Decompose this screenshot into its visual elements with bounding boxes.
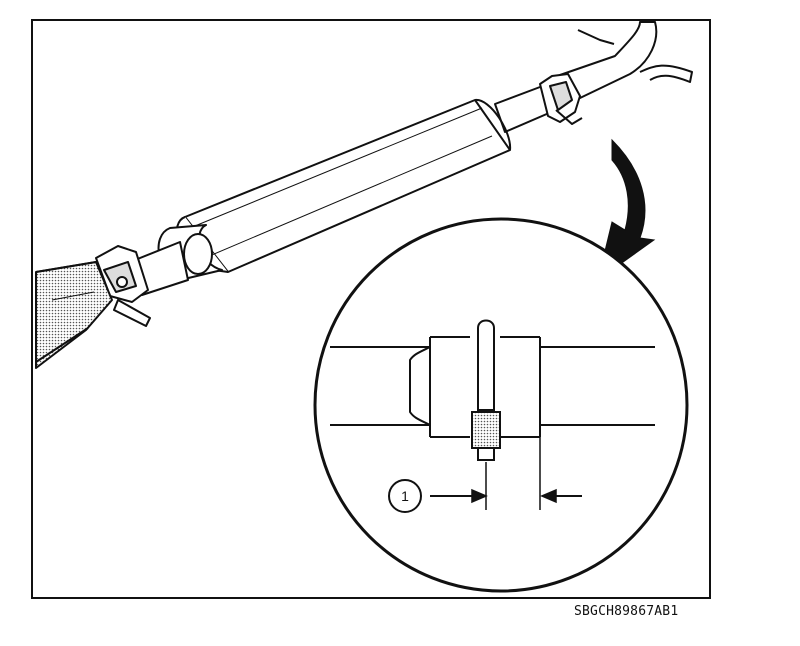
gap-dimension (430, 437, 582, 510)
callout-number: 1 (401, 488, 409, 504)
detail-inset: 1 (313, 217, 689, 593)
exhaust-flange (539, 73, 583, 125)
callout-circle (388, 479, 422, 513)
front-joint-clamp (95, 245, 151, 327)
weld-nozzle (471, 411, 501, 449)
weld-rod (471, 319, 501, 461)
tail-pipe (559, 21, 693, 99)
figure-code: SBGCH89867AB1 (574, 604, 679, 619)
zoom-arrow (597, 138, 656, 282)
front-inlet-pipe (35, 261, 113, 369)
